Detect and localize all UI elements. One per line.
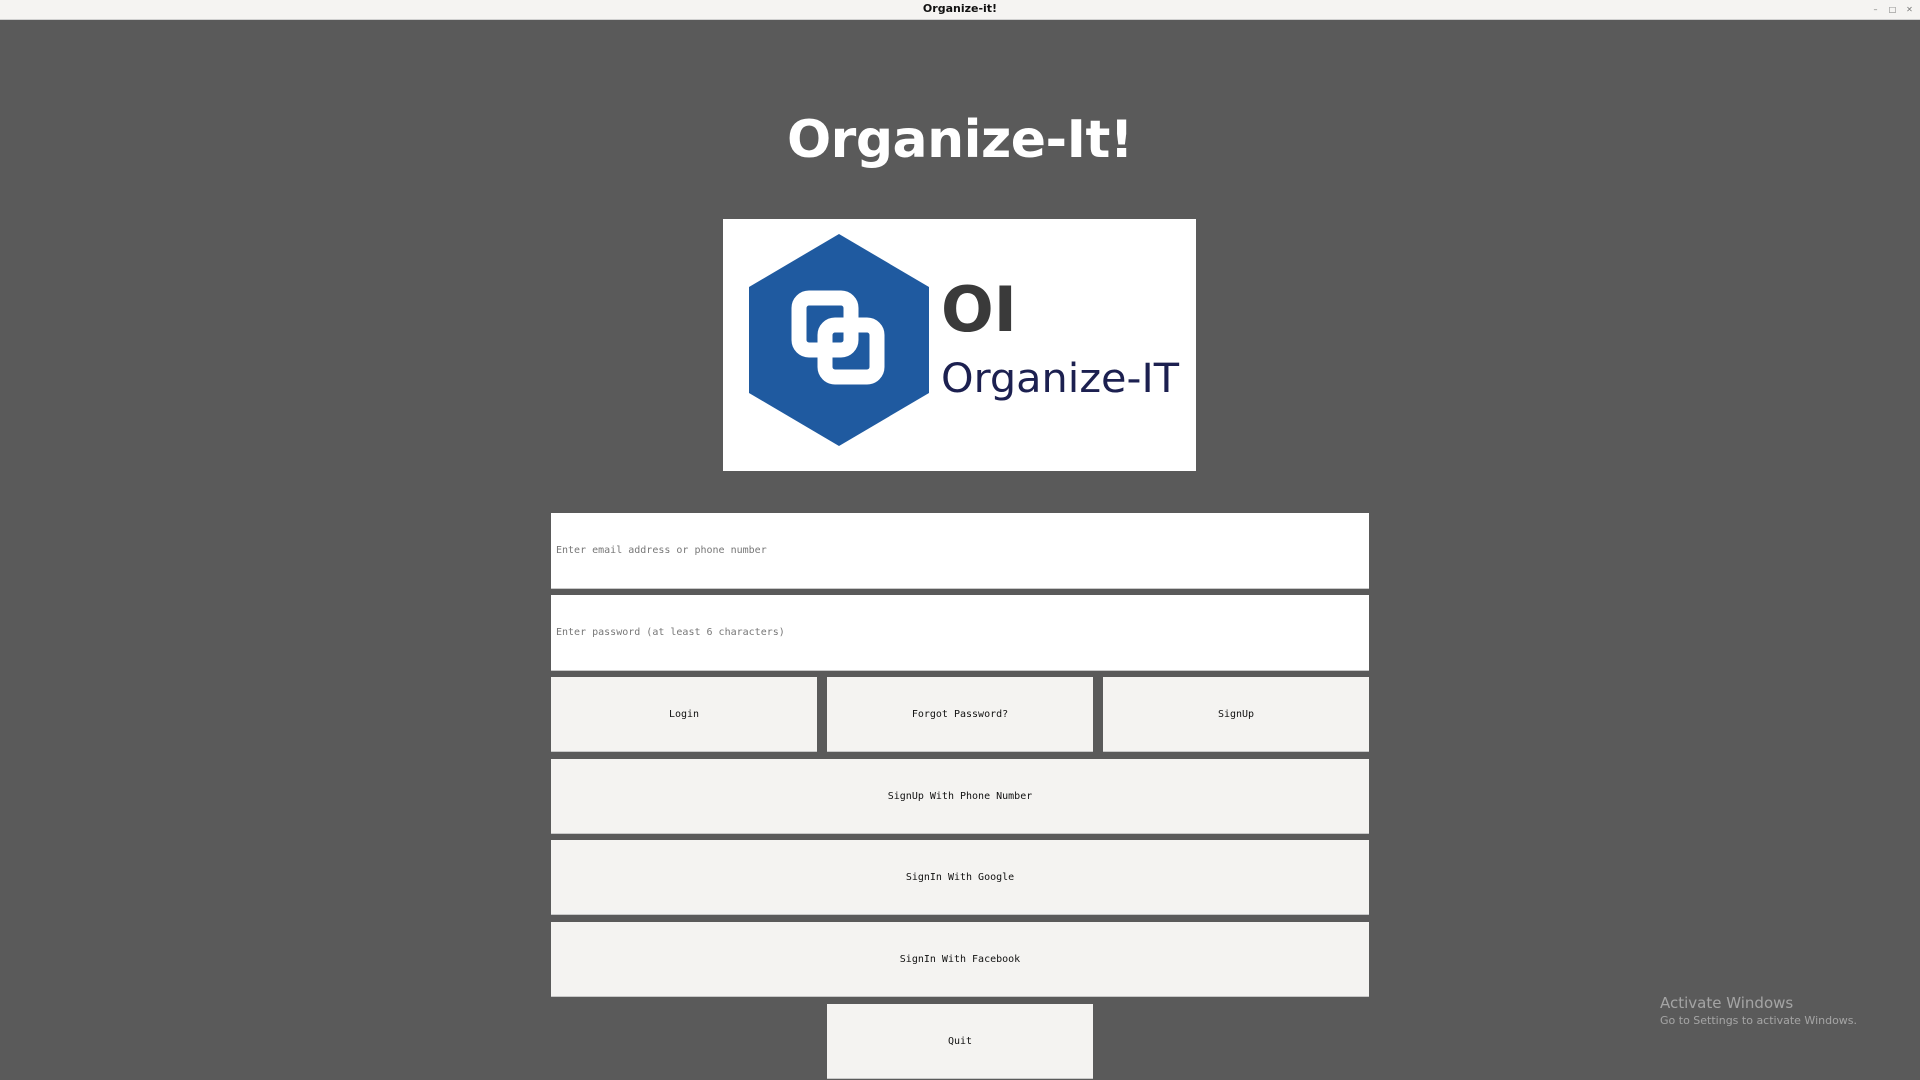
watermark-line-2: Go to Settings to activate Windows. xyxy=(1660,1014,1858,1027)
logo-monogram: OI xyxy=(941,273,1017,346)
page-title: Organize-It! xyxy=(786,110,1134,170)
window-titlebar[interactable]: Organize-it! – □ ✕ xyxy=(0,0,1920,20)
signup-phone-button[interactable]: SignUp With Phone Number xyxy=(551,759,1369,834)
app-logo: OI Organize-IT xyxy=(723,219,1196,471)
minimize-icon[interactable]: – xyxy=(1873,5,1878,14)
signin-google-button[interactable]: SignIn With Google xyxy=(551,840,1369,915)
window-controls: – □ ✕ xyxy=(1871,0,1914,19)
quit-button[interactable]: Quit xyxy=(827,1004,1093,1079)
password-input[interactable] xyxy=(551,595,1369,671)
login-button[interactable]: Login xyxy=(551,677,817,752)
close-icon[interactable]: ✕ xyxy=(1906,5,1913,14)
email-input[interactable] xyxy=(551,513,1369,589)
window-title: Organize-it! xyxy=(922,2,998,15)
signup-button[interactable]: SignUp xyxy=(1103,677,1369,752)
activate-windows-watermark: Activate Windows Go to Settings to activ… xyxy=(1660,993,1857,1029)
logo-square-front xyxy=(817,317,885,385)
maximize-icon[interactable]: □ xyxy=(1888,5,1897,14)
logo-graphic: OI Organize-IT xyxy=(749,234,1180,446)
forgot-password-button[interactable]: Forgot Password? xyxy=(827,677,1093,752)
signin-facebook-button[interactable]: SignIn With Facebook xyxy=(551,922,1369,997)
watermark-line-1: Activate Windows xyxy=(1660,994,1794,1012)
logo-hexagon-icon xyxy=(749,234,929,446)
logo-wordmark: Organize-IT xyxy=(941,356,1180,402)
